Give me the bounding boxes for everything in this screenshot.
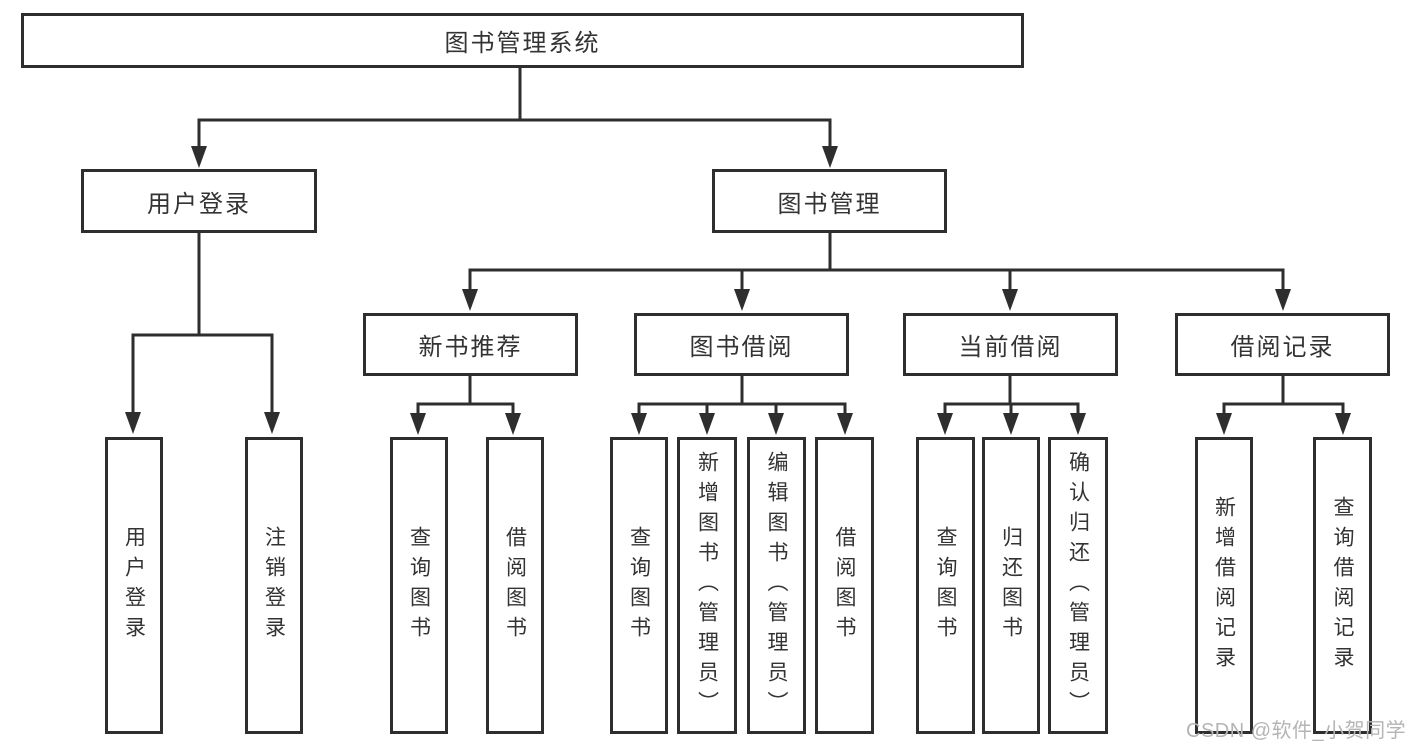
leaf-query-books-borrowing-label: 查询图书 xyxy=(627,525,651,646)
connector-currentborrow-to-leaves xyxy=(937,374,1086,435)
leaf-add-borrow-record: 新增借阅记录 xyxy=(1195,437,1253,734)
connector-root-to-level1 xyxy=(191,66,838,168)
leaf-logout: 注销登录 xyxy=(245,437,303,734)
leaf-query-books-current-label: 查询图书 xyxy=(934,525,957,646)
node-library-system-root-label: 图书管理系统 xyxy=(444,30,601,57)
leaf-query-books-borrowing: 查询图书 xyxy=(610,437,668,734)
leaf-add-books-admin: 新增图书（管理员） xyxy=(677,437,737,734)
leaf-confirm-return-admin: 确认归还（管理员） xyxy=(1048,437,1108,734)
node-borrowing-records: 借阅记录 xyxy=(1175,313,1390,376)
leaf-borrow-books: 借阅图书 xyxy=(815,437,874,734)
leaf-edit-books-admin-label: 编辑图书（管理员） xyxy=(765,450,788,721)
connector-newbook-to-leaves xyxy=(410,374,521,435)
leaf-add-borrow-record-label: 新增借阅记录 xyxy=(1212,495,1236,676)
node-user-login-label: 用户登录 xyxy=(147,190,251,218)
leaf-return-books: 归还图书 xyxy=(982,437,1040,734)
node-new-book-recommend: 新书推荐 xyxy=(363,313,578,376)
connector-borrowrecords-to-leaves xyxy=(1216,374,1351,435)
leaf-confirm-return-admin-label: 确认归还（管理员） xyxy=(1066,450,1090,721)
leaf-borrow-books-recommend-label: 借阅图书 xyxy=(503,525,527,646)
leaf-add-books-admin-label: 新增图书（管理员） xyxy=(695,450,719,721)
leaf-query-books-recommend: 查询图书 xyxy=(390,437,448,734)
leaf-query-borrow-record: 查询借阅记录 xyxy=(1313,437,1372,734)
node-current-borrowing-label: 当前借阅 xyxy=(958,334,1063,361)
connector-book-mgmt-to-level2 xyxy=(462,231,1291,311)
node-library-system-root: 图书管理系统 xyxy=(21,13,1024,68)
leaf-user-login: 用户登录 xyxy=(105,437,163,734)
leaf-edit-books-admin: 编辑图书（管理员） xyxy=(747,437,806,734)
leaf-query-borrow-record-label: 查询借阅记录 xyxy=(1331,495,1354,676)
node-book-borrowing-label: 图书借阅 xyxy=(689,334,794,361)
leaf-borrow-books-label: 借阅图书 xyxy=(833,525,856,646)
connector-user-login-to-leaves xyxy=(125,231,280,434)
leaf-user-login-label: 用户登录 xyxy=(122,525,146,646)
leaf-query-books-current: 查询图书 xyxy=(916,437,975,734)
leaf-return-books-label: 归还图书 xyxy=(999,525,1023,646)
node-current-borrowing: 当前借阅 xyxy=(903,313,1118,376)
node-book-management: 图书管理 xyxy=(712,169,947,233)
node-book-borrowing: 图书借阅 xyxy=(634,313,849,376)
node-new-book-recommend-label: 新书推荐 xyxy=(418,334,523,361)
node-book-management-label: 图书管理 xyxy=(777,190,882,218)
csdn-watermark: CSDN @软件_小贺同学 xyxy=(1186,720,1405,742)
leaf-logout-label: 注销登录 xyxy=(262,525,286,646)
node-borrowing-records-label: 借阅记录 xyxy=(1230,334,1335,361)
leaf-query-books-recommend-label: 查询图书 xyxy=(407,525,431,646)
node-user-login: 用户登录 xyxy=(81,169,317,233)
connector-bookborrow-to-leaves xyxy=(631,374,853,435)
leaf-borrow-books-recommend: 借阅图书 xyxy=(486,437,544,734)
